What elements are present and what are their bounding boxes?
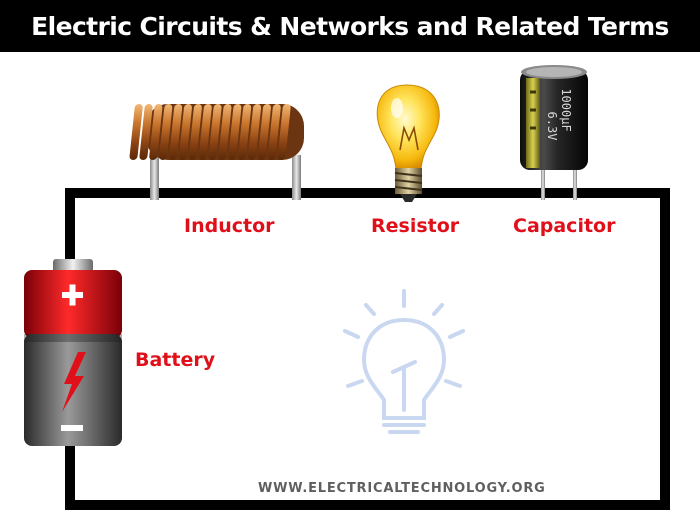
coil-turn [169,104,183,160]
capacitor-label: Capacitor [513,215,616,237]
coil-turn [139,104,153,160]
lightning-bolt-icon [62,352,86,412]
capacitor-rating-top: 1000µF [559,88,573,131]
coil-turn [198,104,212,160]
resistor-label: Resistor [371,215,460,237]
coil-turn [238,104,252,160]
coil-turn [257,104,271,160]
coil-turn [149,104,163,160]
coil-turn [208,104,222,160]
battery-label: Battery [135,349,216,371]
bulb-outline-icon [343,289,465,434]
capacitor-icon [520,65,588,200]
coil-turn [247,104,262,160]
coil-turn [159,104,173,160]
inductor-label: Inductor [184,215,275,237]
coil-turn [267,104,281,160]
coil-turn [129,104,143,160]
coil-turn [218,104,232,160]
inductor-coil-icon [129,104,304,200]
battery-icon [24,259,122,446]
site-watermark: WWW.ELECTRICALTECHNOLOGY.ORG [258,481,546,496]
title-bar: Electric Circuits & Networks and Related… [0,0,700,52]
capacitor-rating-bottom: 6.3V [545,112,559,141]
page-title: Electric Circuits & Networks and Related… [31,11,669,41]
coil-turn [277,104,291,160]
coil-turn [178,104,192,160]
coil-turn [228,104,242,160]
coil-turn [188,104,202,160]
light-bulb-icon [376,84,440,202]
